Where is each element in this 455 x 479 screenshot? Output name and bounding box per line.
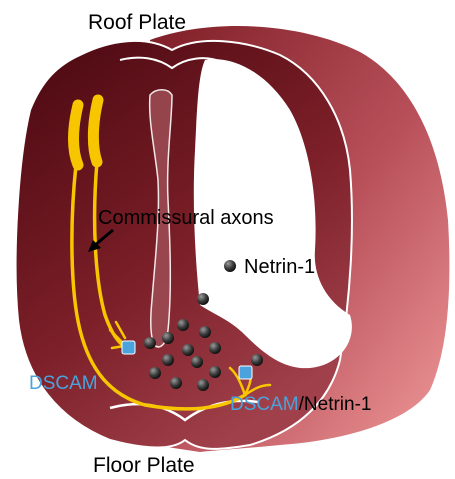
axon-cell-body-1 [74, 105, 79, 165]
netrin-particle-icon [209, 366, 221, 378]
netrin-particle-icon [170, 377, 182, 389]
floor-plate-label: Floor Plate [93, 454, 195, 477]
dscam-receptor-icon [239, 366, 252, 379]
netrin-particle-icon [191, 356, 203, 368]
netrin-particle-icon [149, 367, 161, 379]
dscam-receptor-icon [122, 341, 135, 354]
netrin-particle-icon [182, 344, 194, 356]
commissural-axons-label: Commissural axons [98, 207, 274, 229]
netrin-particle-icon [199, 326, 211, 338]
netrin-particle-icon [162, 354, 174, 366]
netrin-particle-icon [251, 354, 263, 366]
netrin-particle-icon [144, 337, 156, 349]
axon-cell-body-2 [93, 100, 98, 162]
netrin-particle-icon [177, 319, 189, 331]
netrin-particle-icon [224, 260, 236, 272]
dscam-netrin-label: DSCAM/Netrin-1 [230, 394, 371, 415]
netrin-particle-icon [197, 293, 209, 305]
netrin-label: Netrin-1 [244, 256, 315, 278]
netrin-particle-icon [162, 332, 174, 344]
dscam-left-label: DSCAM [29, 373, 98, 394]
dscam-right-label: DSCAM [230, 394, 299, 415]
roof-plate-label: Roof Plate [88, 11, 186, 34]
netrin-particle-icon [197, 379, 209, 391]
netrin-particle-icon [209, 342, 221, 354]
netrin-suffix-label: /Netrin-1 [299, 394, 372, 415]
